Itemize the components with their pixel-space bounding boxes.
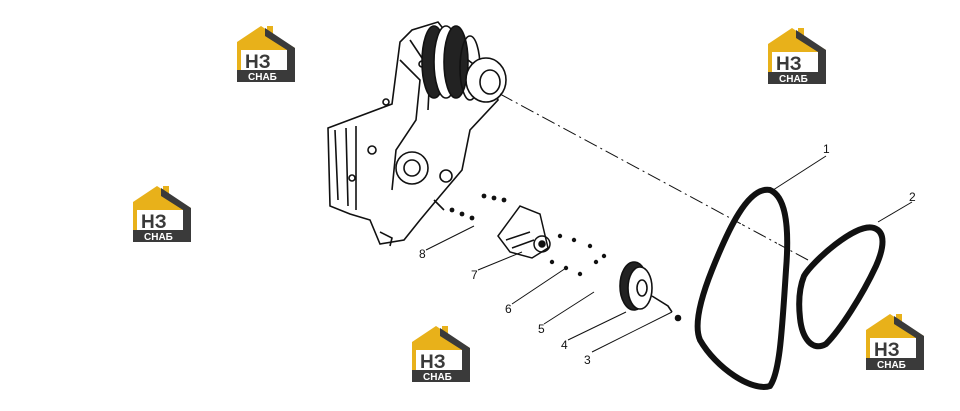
drive-belt-small <box>796 224 886 350</box>
alignment-centerline <box>499 93 809 261</box>
svg-text:НЗ: НЗ <box>245 52 271 73</box>
svg-text:СНАБ: СНАБ <box>877 360 906 371</box>
callout-3: 3 <box>584 353 591 367</box>
leader-lines <box>425 155 913 353</box>
svg-text:НЗ: НЗ <box>420 352 446 373</box>
callout-4: 4 <box>561 338 568 352</box>
callout-6: 6 <box>505 302 512 316</box>
drive-belt-large <box>694 186 791 390</box>
svg-text:СНАБ: СНАБ <box>248 72 277 83</box>
callout-7: 7 <box>471 268 478 282</box>
svg-text:НЗ: НЗ <box>776 54 802 75</box>
svg-text:НЗ: НЗ <box>141 212 167 233</box>
brand-logo-bottom-right: НЗ СНАБ <box>866 314 924 371</box>
callout-2: 2 <box>909 190 916 204</box>
callout-1: 1 <box>823 142 830 156</box>
svg-text:СНАБ: СНАБ <box>779 74 808 85</box>
tensioner-bracket <box>497 205 551 259</box>
callout-5: 5 <box>538 322 545 336</box>
callout-8: 8 <box>419 247 426 261</box>
upper-pulley-assembly <box>421 25 507 103</box>
svg-text:СНАБ: СНАБ <box>423 372 452 383</box>
svg-text:НЗ: НЗ <box>874 340 900 361</box>
crank-pulley <box>619 261 682 322</box>
brand-logo-middle-left: НЗ СНАБ <box>133 186 191 243</box>
brand-logo-bottom-center: НЗ СНАБ <box>412 326 470 383</box>
bolt-row <box>449 193 607 277</box>
brand-logo-top-left: НЗ СНАБ <box>237 26 295 83</box>
engine-front-cover <box>327 21 499 247</box>
svg-text:СНАБ: СНАБ <box>144 232 173 243</box>
callout-labels: 1 2 3 4 5 6 7 8 <box>419 142 916 367</box>
brand-logo-top-right: НЗ СНАБ <box>768 28 826 85</box>
